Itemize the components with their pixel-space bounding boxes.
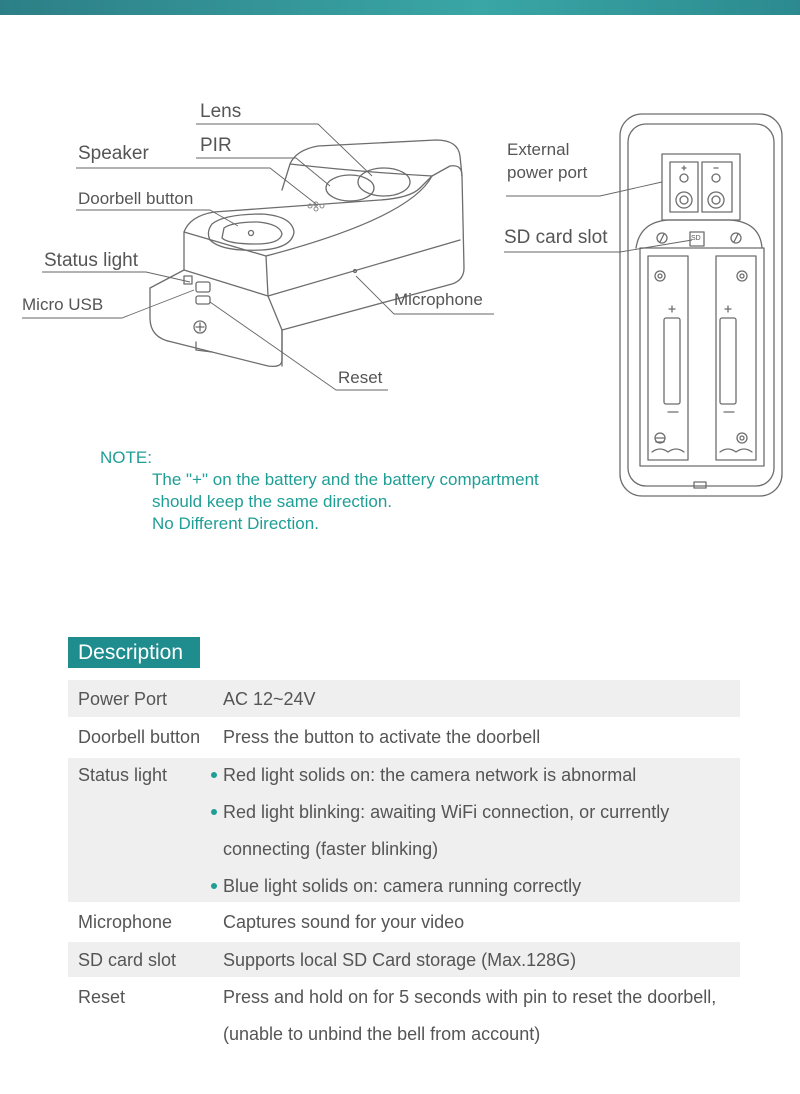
row-desc: Press and hold on for 5 seconds with pin… [223, 987, 717, 1007]
row-desc: connecting (faster blinking) [223, 839, 439, 859]
row-desc: Red light solids on: the camera network … [223, 765, 637, 785]
row-desc: AC 12~24V [223, 689, 316, 709]
doorbell-front-illustration [149, 139, 465, 368]
row-name-sd-card-slot: SD card slot [78, 950, 177, 970]
row-name-reset: Reset [78, 987, 126, 1007]
row-desc: (unable to unbind the bell from account) [223, 1024, 541, 1044]
label-external-power-2: power port [507, 163, 588, 182]
label-status-light: Status light [44, 250, 138, 271]
label-reset: Reset [338, 368, 383, 387]
sd-mark: SD [691, 235, 701, 242]
note-line: No Different Direction. [152, 514, 319, 533]
label-microphone: Microphone [394, 290, 483, 309]
bullet-icon [211, 772, 217, 778]
row-name-doorbell-button: Doorbell button [78, 727, 201, 747]
row-desc: Press the button to activate the doorbel… [223, 727, 541, 747]
label-speaker: Speaker [78, 143, 149, 164]
table-row-shade [68, 758, 740, 902]
callout-lines [22, 123, 693, 391]
bullet-icon [211, 883, 217, 889]
row-name-power-port: Power Port [78, 689, 168, 709]
description-heading: Description [68, 637, 200, 668]
row-desc: Captures sound for your video [223, 912, 465, 932]
bullet-icon [211, 809, 217, 815]
row-desc: Blue light solids on: camera running cor… [223, 876, 582, 896]
table-row-shade [68, 942, 740, 977]
row-desc: Red light blinking: awaiting WiFi connec… [223, 802, 670, 822]
label-external-power-1: External [507, 140, 570, 159]
label-pir: PIR [200, 135, 232, 156]
row-name-status-light: Status light [78, 765, 168, 785]
row-desc: Supports local SD Card storage (Max.128G… [223, 950, 577, 970]
doorbell-diagram [22, 113, 783, 497]
doorbell-back-illustration [619, 113, 783, 497]
note-line: should keep the same direction. [152, 492, 393, 511]
top-accent-bar [0, 0, 800, 15]
note-title: NOTE: [100, 448, 152, 467]
label-micro-usb: Micro USB [22, 295, 104, 314]
label-lens: Lens [200, 101, 242, 122]
label-sd-card-slot: SD card slot [504, 227, 608, 248]
row-name-microphone: Microphone [78, 912, 173, 932]
table-row-shade [68, 680, 740, 717]
label-doorbell-button: Doorbell button [78, 189, 194, 208]
note-line: The "+" on the battery and the battery c… [152, 470, 539, 489]
